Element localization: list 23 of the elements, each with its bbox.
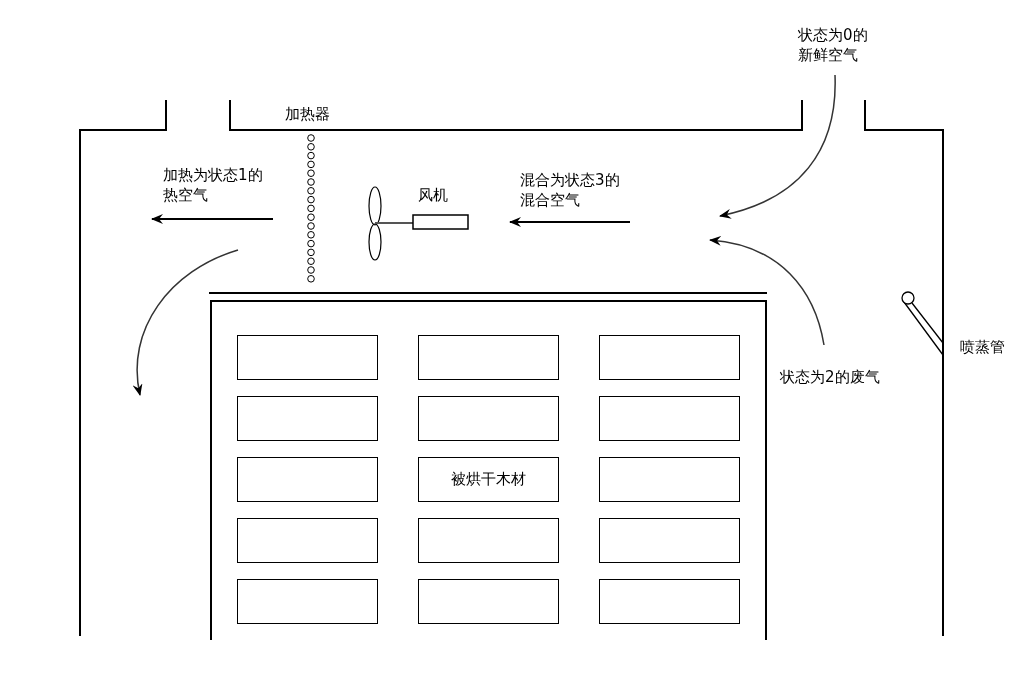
lumber-board — [237, 518, 378, 563]
lumber-board — [599, 457, 740, 502]
lumber-board — [599, 335, 740, 380]
lumber-board — [599, 518, 740, 563]
lumber-board — [237, 396, 378, 441]
lumber-board — [418, 579, 559, 624]
fan-label: 风机 — [418, 185, 448, 205]
air-flow-label: 混合为状态3的混合空气 — [520, 170, 621, 210]
heater-label: 加热器 — [285, 104, 330, 124]
lumber-board — [237, 579, 378, 624]
lumber-board — [418, 518, 559, 563]
lumber-board — [418, 335, 559, 380]
air-flow-label: 加热为状态1的热空气 — [163, 165, 264, 205]
air-flow-label: 状态为0的新鲜空气 — [798, 25, 869, 65]
air-flow-label: 状态为2的废气 — [780, 367, 880, 387]
lumber-board — [418, 396, 559, 441]
lumber-board: 被烘干木材 — [418, 457, 559, 502]
lumber-stack-frame — [210, 300, 767, 640]
steam-pipe-label: 喷蒸管 — [960, 337, 1005, 357]
lumber-board — [599, 396, 740, 441]
lumber-board — [237, 335, 378, 380]
lumber-board — [237, 457, 378, 502]
lumber-board — [599, 579, 740, 624]
